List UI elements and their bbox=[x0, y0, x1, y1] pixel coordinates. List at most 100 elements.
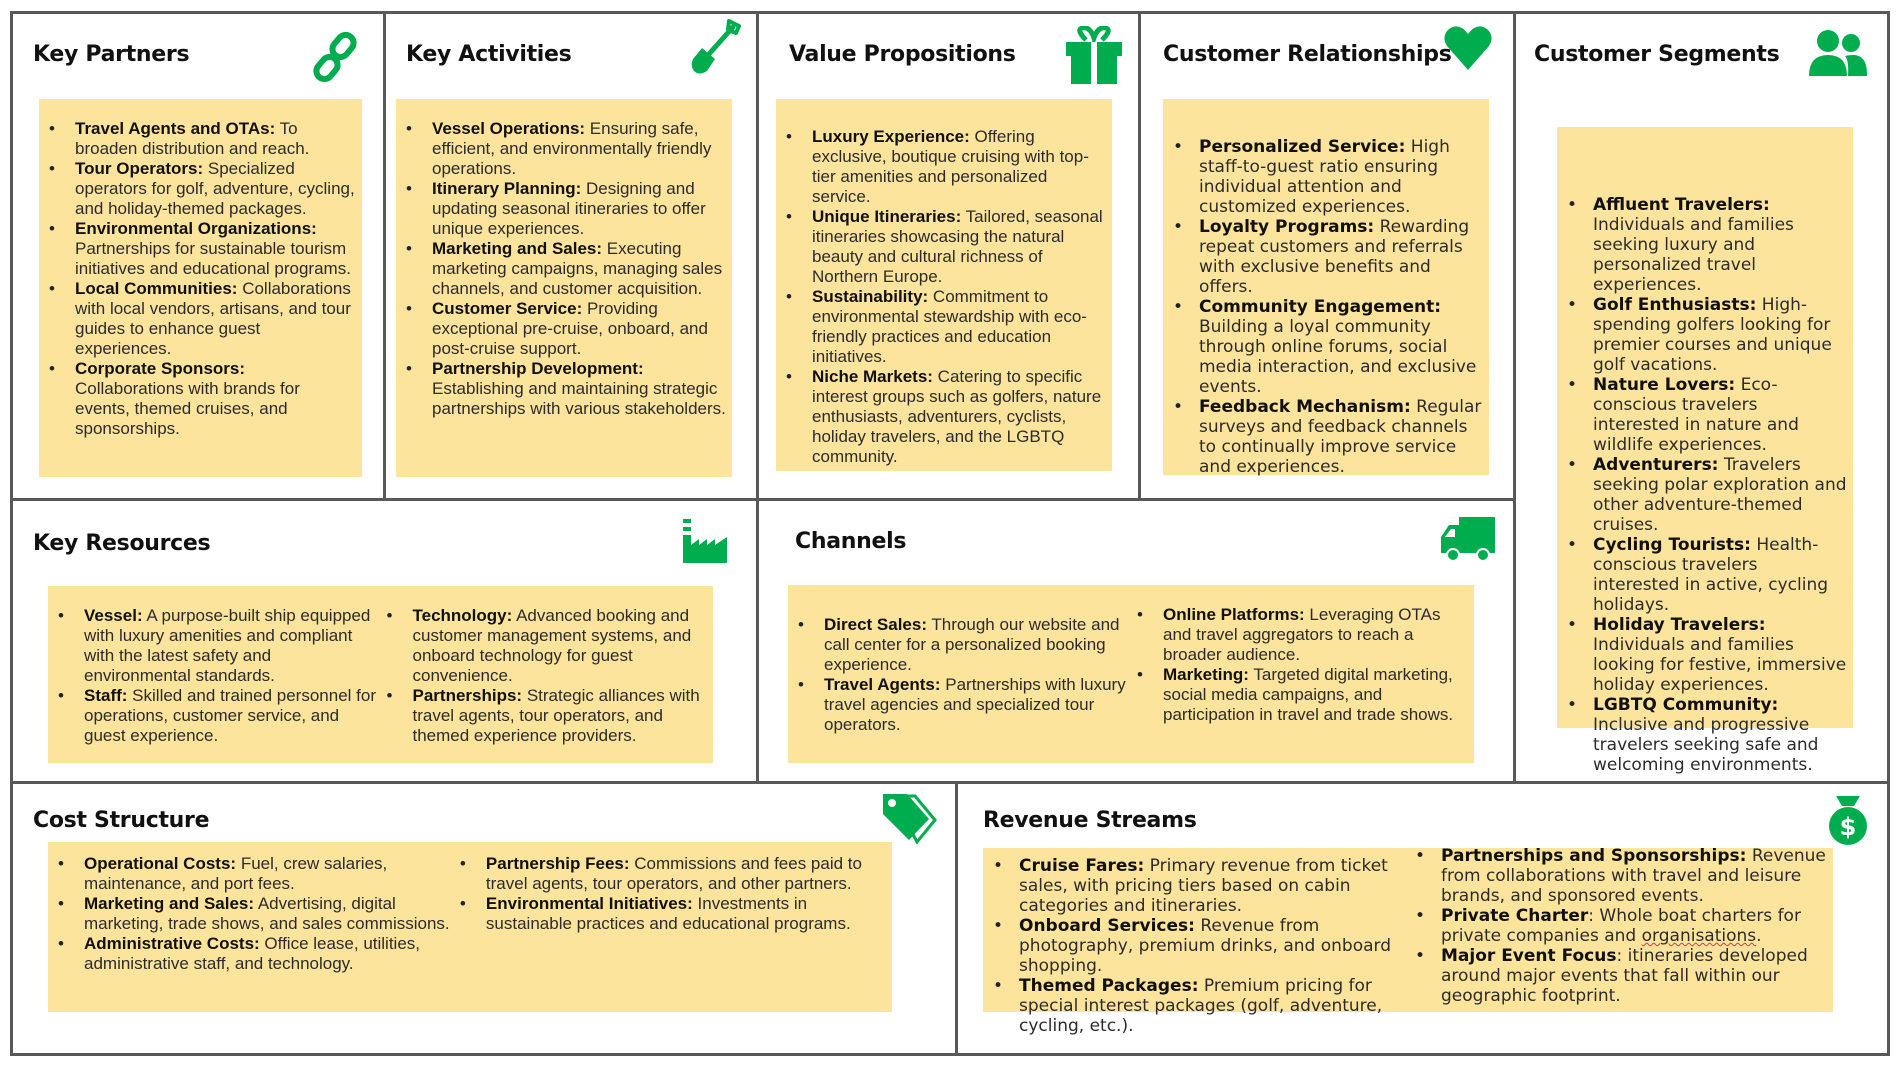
customer-relationships-title: Customer Relationships bbox=[1163, 42, 1452, 67]
channels-list-left: Direct Sales: Through our website and ca… bbox=[788, 615, 1127, 735]
divider-col-2 bbox=[756, 11, 759, 783]
customer-relationships-block: Customer Relationships Personalized Serv… bbox=[1141, 14, 1513, 498]
list-item: Cruise Fares: Primary revenue from ticke… bbox=[983, 856, 1405, 916]
svg-text:$: $ bbox=[1840, 813, 1857, 841]
revenue-streams-note: Cruise Fares: Primary revenue from ticke… bbox=[983, 846, 1833, 1036]
value-propositions-note: Luxury Experience: Offering exclusive, b… bbox=[776, 99, 1112, 471]
cost-structure-block: Cost Structure Operational Costs: Fuel, … bbox=[13, 784, 955, 1053]
outer-border-bottom bbox=[10, 1053, 1890, 1056]
money-bag-icon: $ bbox=[1826, 794, 1870, 846]
channels-list-right: Online Platforms: Leveraging OTAs and tr… bbox=[1127, 605, 1466, 735]
factory-icon bbox=[683, 519, 727, 563]
key-resources-title: Key Resources bbox=[33, 531, 211, 556]
list-item: Customer Service: Providing exceptional … bbox=[396, 299, 726, 359]
list-item: LGBTQ Community: Inclusive and progressi… bbox=[1557, 695, 1849, 775]
list-item: Unique Itineraries: Tailored, seasonal i… bbox=[776, 207, 1108, 287]
gift-icon bbox=[1064, 26, 1124, 86]
key-activities-block: Key Activities Vessel Operations: Ensuri… bbox=[386, 14, 756, 498]
list-item: Marketing and Sales: Advertising, digita… bbox=[48, 894, 450, 934]
list-item: Vessel Operations: Ensuring safe, effici… bbox=[396, 119, 726, 179]
customer-segments-note: Affluent Travelers: Individuals and fami… bbox=[1557, 127, 1853, 775]
divider-middle-row bbox=[10, 781, 1890, 784]
list-item: Partnerships: Strategic alliances with t… bbox=[377, 686, 706, 746]
list-item: Direct Sales: Through our website and ca… bbox=[788, 615, 1127, 675]
cost-structure-columns: Operational Costs: Fuel, crew salaries, … bbox=[48, 854, 884, 974]
key-activities-list: Vessel Operations: Ensuring safe, effici… bbox=[396, 119, 726, 419]
list-item: Affluent Travelers: Individuals and fami… bbox=[1557, 195, 1849, 295]
divider-col-3 bbox=[1138, 11, 1141, 500]
list-item: Loyalty Programs: Rewarding repeat custo… bbox=[1163, 217, 1485, 297]
key-resources-list-left: Vessel: A purpose-built ship equipped wi… bbox=[48, 606, 377, 746]
list-item: Golf Enthusiasts: High-spending golfers … bbox=[1557, 295, 1849, 375]
channels-columns: Direct Sales: Through our website and ca… bbox=[788, 605, 1466, 735]
heart-icon bbox=[1443, 24, 1493, 72]
spellcheck-flagged-word: organisations bbox=[1641, 926, 1757, 946]
customer-segments-title: Customer Segments bbox=[1534, 42, 1780, 67]
cost-structure-title: Cost Structure bbox=[33, 808, 210, 833]
list-item: Online Platforms: Leveraging OTAs and tr… bbox=[1127, 605, 1466, 665]
list-item: Niche Markets: Catering to specific inte… bbox=[776, 367, 1108, 467]
list-item: Onboard Services: Revenue from photograp… bbox=[983, 916, 1405, 976]
key-partners-note: Travel Agents and OTAs: To broaden distr… bbox=[39, 99, 362, 477]
list-item: Adventurers: Travelers seeking polar exp… bbox=[1557, 455, 1849, 535]
value-propositions-title: Value Propositions bbox=[789, 42, 1016, 67]
cost-structure-list-right: Partnership Fees: Commissions and fees p… bbox=[450, 854, 884, 974]
customer-relationships-note: Personalized Service: High staff-to-gues… bbox=[1163, 99, 1489, 477]
list-item: Luxury Experience: Offering exclusive, b… bbox=[776, 127, 1108, 207]
key-resources-columns: Vessel: A purpose-built ship equipped wi… bbox=[48, 606, 705, 746]
revenue-streams-block: Revenue Streams $ Cruise Fares: Primary … bbox=[958, 784, 1887, 1053]
list-item: Marketing: Targeted digital marketing, s… bbox=[1127, 665, 1466, 725]
list-item: Feedback Mechanism: Regular surveys and … bbox=[1163, 397, 1485, 477]
revenue-streams-list-left: Cruise Fares: Primary revenue from ticke… bbox=[983, 856, 1405, 1036]
outer-border-left bbox=[10, 11, 13, 1056]
channels-note: Direct Sales: Through our website and ca… bbox=[788, 585, 1474, 763]
list-item: Vessel: A purpose-built ship equipped wi… bbox=[48, 606, 377, 686]
list-item: Itinerary Planning: Designing and updati… bbox=[396, 179, 726, 239]
key-activities-title: Key Activities bbox=[406, 42, 572, 67]
list-item: Travel Agents: Partnerships with luxury … bbox=[788, 675, 1127, 735]
revenue-streams-title: Revenue Streams bbox=[983, 808, 1197, 833]
list-item: Partnership Fees: Commissions and fees p… bbox=[450, 854, 884, 894]
list-item: Marketing and Sales: Executing marketing… bbox=[396, 239, 726, 299]
list-item: Nature Lovers: Eco-conscious travelers i… bbox=[1557, 375, 1849, 455]
truck-icon bbox=[1441, 517, 1495, 563]
revenue-streams-list-right: Partnerships and Sponsorships: Revenue f… bbox=[1405, 846, 1827, 1036]
list-item: Tour Operators: Specialized operators fo… bbox=[39, 159, 356, 219]
list-item: Themed Packages: Premium pricing for spe… bbox=[983, 976, 1405, 1036]
list-item: Environmental Initiatives: Investments i… bbox=[450, 894, 884, 934]
customer-segments-block: Customer Segments Affluent Travelers: In… bbox=[1516, 14, 1887, 781]
list-item: Staff: Skilled and trained personnel for… bbox=[48, 686, 377, 746]
list-item: Personalized Service: High staff-to-gues… bbox=[1163, 137, 1485, 217]
list-item: Local Communities: Collaborations with l… bbox=[39, 279, 356, 359]
channels-block: Channels Direct Sales: Through our websi… bbox=[759, 501, 1513, 781]
value-propositions-list: Luxury Experience: Offering exclusive, b… bbox=[776, 127, 1108, 467]
divider-top-row bbox=[10, 498, 1515, 501]
list-item: Operational Costs: Fuel, crew salaries, … bbox=[48, 854, 450, 894]
key-partners-title: Key Partners bbox=[33, 42, 190, 67]
channels-title: Channels bbox=[795, 529, 907, 554]
key-partners-block: Key Partners Travel Agents and OTAs: To … bbox=[13, 14, 383, 498]
customer-segments-list: Affluent Travelers: Individuals and fami… bbox=[1557, 195, 1849, 775]
key-activities-note: Vessel Operations: Ensuring safe, effici… bbox=[396, 99, 732, 477]
outer-border-top bbox=[10, 11, 1890, 14]
link-icon bbox=[310, 30, 362, 86]
list-item: Travel Agents and OTAs: To broaden distr… bbox=[39, 119, 356, 159]
shovel-icon bbox=[689, 18, 741, 76]
value-propositions-block: Value Propositions Luxury Experience: Of… bbox=[759, 14, 1138, 498]
list-item: Environmental Organizations: Partnership… bbox=[39, 219, 356, 279]
list-item: Private Charter: Whole boat charters for… bbox=[1405, 906, 1827, 946]
key-partners-list: Travel Agents and OTAs: To broaden distr… bbox=[39, 119, 356, 439]
list-item: Corporate Sponsors: Collaborations with … bbox=[39, 359, 356, 439]
list-item: Administrative Costs: Office lease, util… bbox=[48, 934, 450, 974]
key-resources-list-right: Technology: Advanced booking and custome… bbox=[377, 606, 706, 746]
key-resources-note: Vessel: A purpose-built ship equipped wi… bbox=[48, 586, 713, 763]
list-item: Sustainability: Commitment to environmen… bbox=[776, 287, 1108, 367]
list-item: Technology: Advanced booking and custome… bbox=[377, 606, 706, 686]
list-item: Major Event Focus: itineraries developed… bbox=[1405, 946, 1827, 1006]
key-resources-block: Key Resources Vessel: A purpose-built sh… bbox=[13, 501, 756, 781]
list-item: Community Engagement: Building a loyal c… bbox=[1163, 297, 1485, 397]
list-item: Cycling Tourists: Health-conscious trave… bbox=[1557, 535, 1849, 615]
list-item: Holiday Travelers: Individuals and famil… bbox=[1557, 615, 1849, 695]
users-icon bbox=[1809, 28, 1867, 78]
divider-col-1 bbox=[383, 11, 386, 500]
